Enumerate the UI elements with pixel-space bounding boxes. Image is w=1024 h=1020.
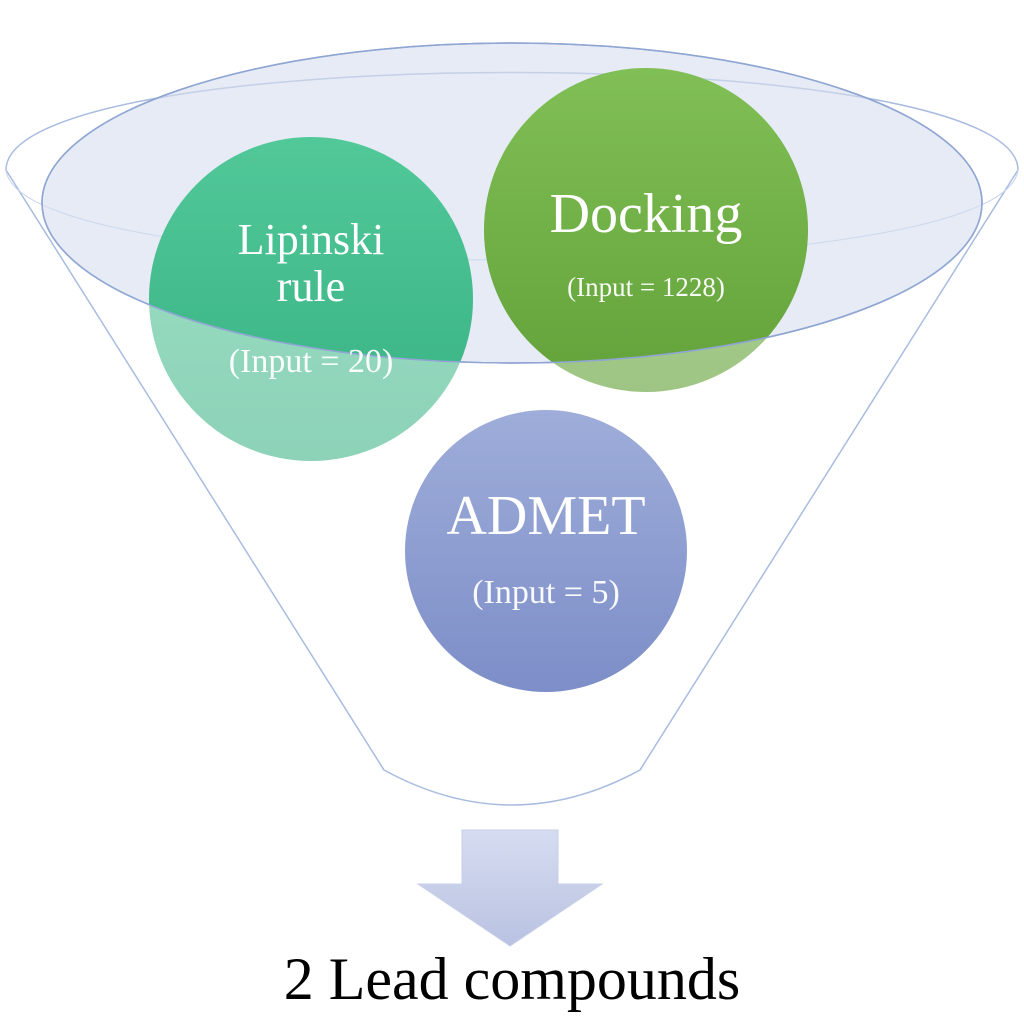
lipinski-input: (Input = 20) — [228, 343, 394, 380]
output-label: 2 Lead compounds — [283, 946, 741, 1012]
docking-circle-top — [484, 68, 808, 363]
lipinski-title-line2: rule — [276, 262, 346, 311]
admet-input: (Input = 5) — [472, 574, 620, 611]
lipinski-circle-top — [149, 137, 473, 363]
docking-input: (Input = 1228) — [567, 272, 725, 302]
lipinski-title-line1: Lipinski — [237, 215, 385, 264]
docking-title: Docking — [549, 183, 743, 245]
admet-title: ADMET — [446, 485, 646, 547]
admet-circle — [405, 410, 687, 692]
down-arrow-icon — [416, 829, 604, 947]
